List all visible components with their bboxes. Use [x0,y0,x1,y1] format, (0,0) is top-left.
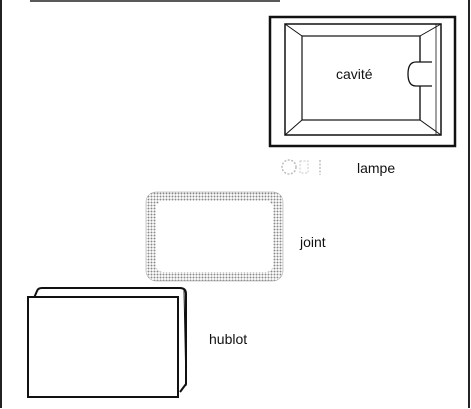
porthole-window [27,287,187,398]
porthole-label: hublot [209,331,248,347]
lamp-icon [281,159,321,175]
seal-label: joint [300,234,326,250]
cavity-label: cavité [336,66,373,82]
lamp-label: lampe [357,160,396,176]
lamp-socket [407,61,432,87]
seal-gasket [145,191,284,282]
cavity-box [268,15,457,148]
